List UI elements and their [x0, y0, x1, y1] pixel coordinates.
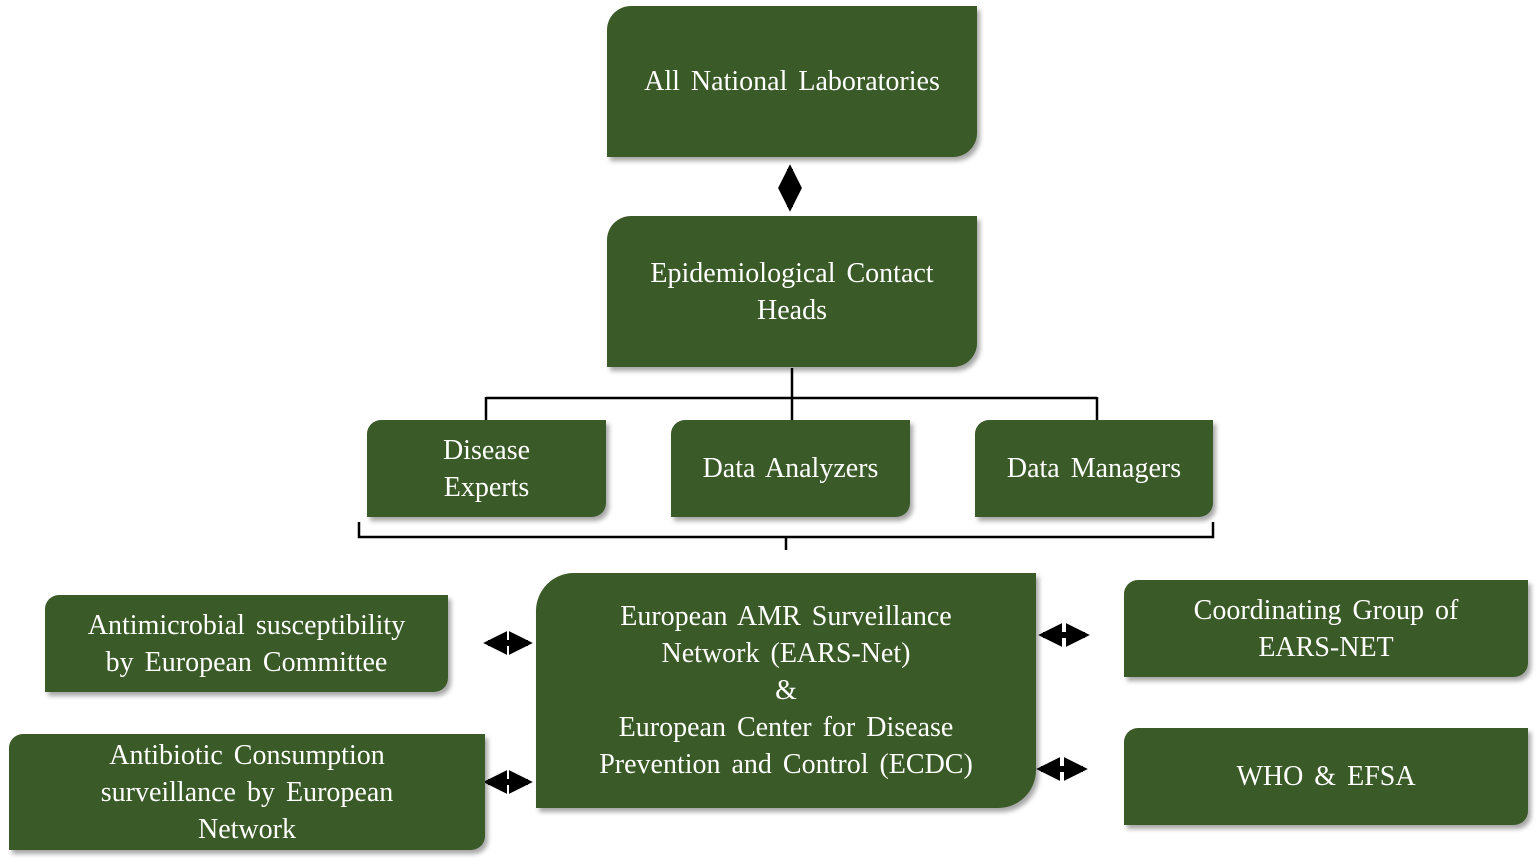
grouping-bracket: [357, 522, 1215, 550]
node-coordinating-group: Coordinating Group of EARS-NET: [1124, 580, 1528, 677]
node-text: WHO & EFSA: [1236, 761, 1416, 792]
node-text: Disease: [442, 434, 531, 466]
node-text: Prevention and Control (ECDC): [599, 749, 973, 780]
node-text: &: [775, 675, 797, 706]
node-antibiotic-consumption: Antibiotic Consumption surveillance by E…: [9, 734, 485, 850]
node-text: Network (EARS-Net): [661, 638, 911, 669]
node-text: surveillance by European: [100, 776, 394, 808]
node-text: Antibiotic Consumption: [109, 739, 385, 771]
node-who-efsa: WHO & EFSA: [1124, 728, 1528, 825]
node-national-labs: All National Laboratories: [607, 6, 977, 157]
node-text: Network: [198, 813, 296, 845]
node-text: EARS-NET: [1258, 631, 1394, 663]
node-text: Experts: [443, 471, 530, 503]
node-data-analyzers: Data Analyzers: [671, 420, 910, 517]
node-text: Data Managers: [1006, 453, 1182, 484]
tree-connector: [484, 368, 1099, 420]
node-text: Antimicrobial susceptibility: [87, 609, 406, 641]
node-data-managers: Data Managers: [975, 420, 1213, 517]
node-text: All National Laboratories: [644, 66, 940, 97]
node-text: Coordinating Group of: [1193, 594, 1459, 626]
node-text: by European Committee: [105, 646, 388, 678]
node-text: European Center for Disease: [618, 712, 954, 743]
node-ears-net-ecdc: European AMR Surveillance Network (EARS-…: [536, 573, 1036, 808]
node-text: Data Analyzers: [702, 453, 879, 484]
node-text: European AMR Surveillance: [620, 601, 952, 632]
node-antimicrobial-susceptibility: Antimicrobial susceptibility by European…: [45, 595, 448, 692]
node-text: Epidemiological Contact: [650, 257, 934, 289]
node-text: Heads: [757, 294, 827, 326]
node-disease-experts: Disease Experts: [367, 420, 606, 517]
node-epidemiological-contact: Epidemiological Contact Heads: [607, 216, 977, 367]
